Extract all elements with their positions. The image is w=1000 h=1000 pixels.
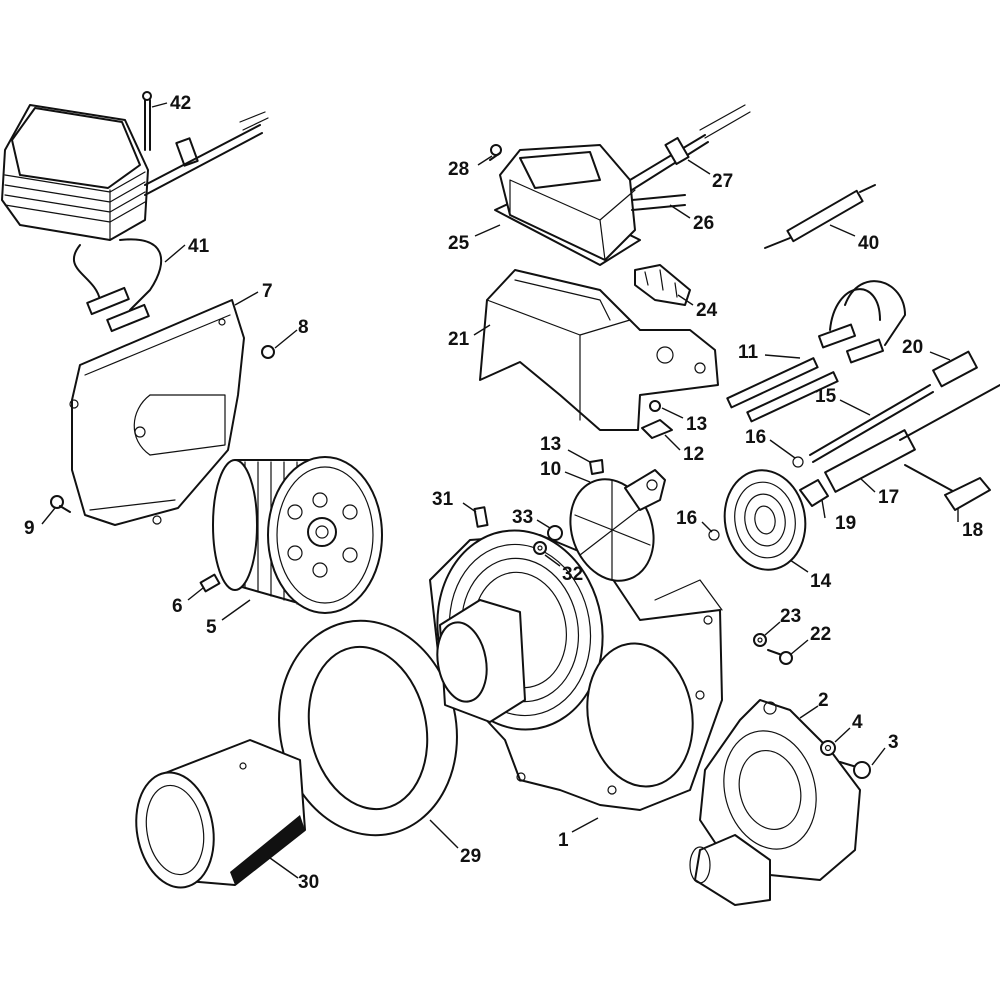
part-ignition-transformer-left <box>1 104 269 333</box>
callout-13a: 13 <box>686 414 707 435</box>
part-nut-33 <box>547 525 563 541</box>
callout-18: 18 <box>962 520 983 541</box>
part-clip-16b <box>708 529 720 541</box>
part-electrode-40 <box>764 184 876 249</box>
callout-22: 22 <box>810 624 831 645</box>
part-ignition-cables-11 <box>726 280 906 423</box>
part-nozzle-tube-17 <box>824 384 1000 496</box>
callout-32: 32 <box>562 564 583 585</box>
callout-6: 6 <box>172 596 183 617</box>
callout-16b: 16 <box>676 508 697 529</box>
callout-27: 27 <box>712 171 733 192</box>
callout-24: 24 <box>696 300 718 321</box>
callout-19: 19 <box>835 513 856 534</box>
part-nozzle-19 <box>799 479 829 507</box>
callout-30: 30 <box>298 872 319 893</box>
callout-21: 21 <box>448 329 470 350</box>
part-washer-4 <box>820 740 836 756</box>
callout-12: 12 <box>683 444 704 465</box>
callout-2: 2 <box>818 690 829 711</box>
part-clip-16a <box>792 456 804 468</box>
part-air-inlet-housing-21 <box>479 269 719 431</box>
callout-15: 15 <box>815 386 837 407</box>
part-fan-housing-cover-7 <box>69 299 245 526</box>
part-screw-31 <box>473 506 489 528</box>
callout-25: 25 <box>448 233 470 254</box>
part-fan-wheel-5 <box>212 456 383 614</box>
part-baffle-disc-10 <box>569 469 666 582</box>
part-plate-12 <box>641 419 673 439</box>
callout-20: 20 <box>902 337 923 358</box>
part-screw-13b <box>589 459 604 475</box>
callout-labels: 42 41 7 8 9 6 5 28 27 26 25 40 24 21 11 … <box>24 93 983 893</box>
part-bracket-24 <box>634 264 691 306</box>
part-bracket-18 <box>944 477 991 511</box>
callout-11: 11 <box>738 342 759 363</box>
part-washer-23 <box>753 633 767 647</box>
callout-42: 42 <box>170 93 191 114</box>
callout-40: 40 <box>858 233 879 254</box>
callout-7: 7 <box>262 281 273 302</box>
callout-3: 3 <box>888 732 899 753</box>
part-blast-tube-30 <box>135 739 306 889</box>
callout-14: 14 <box>810 571 832 592</box>
callout-33: 33 <box>512 507 533 528</box>
part-washer-32 <box>533 541 547 555</box>
callout-31: 31 <box>432 489 454 510</box>
callout-8: 8 <box>298 317 309 338</box>
part-screw-9 <box>50 495 71 513</box>
part-screw-13a <box>649 400 661 412</box>
callout-13b: 13 <box>540 434 561 455</box>
callout-41: 41 <box>188 236 210 257</box>
part-oil-line-15 <box>809 384 934 463</box>
part-stabilizer-disc-14 <box>723 469 807 571</box>
callout-23: 23 <box>780 606 801 627</box>
callout-4: 4 <box>852 712 863 733</box>
callout-1: 1 <box>558 830 569 851</box>
part-screw-42 <box>142 91 152 151</box>
callout-28: 28 <box>448 159 469 180</box>
part-ignition-transformer-25 <box>494 104 751 266</box>
part-nozzle-holder-20 <box>932 350 978 388</box>
part-screw-28 <box>489 144 502 161</box>
part-nut-8 <box>261 345 275 359</box>
part-gasket-29 <box>278 619 458 837</box>
part-burner-housing-1 <box>429 529 723 811</box>
callout-5: 5 <box>206 617 217 638</box>
callout-10: 10 <box>540 459 561 480</box>
part-bolt-22 <box>767 649 793 665</box>
part-grub-screw-6 <box>199 573 221 593</box>
callout-26: 26 <box>693 213 714 234</box>
callout-17: 17 <box>878 487 899 508</box>
callout-9: 9 <box>24 518 35 539</box>
callout-29: 29 <box>460 846 481 867</box>
leader-lines <box>41 102 959 879</box>
callout-16a: 16 <box>745 427 766 448</box>
part-bolt-3 <box>839 761 871 779</box>
part-motor-2 <box>689 699 861 906</box>
